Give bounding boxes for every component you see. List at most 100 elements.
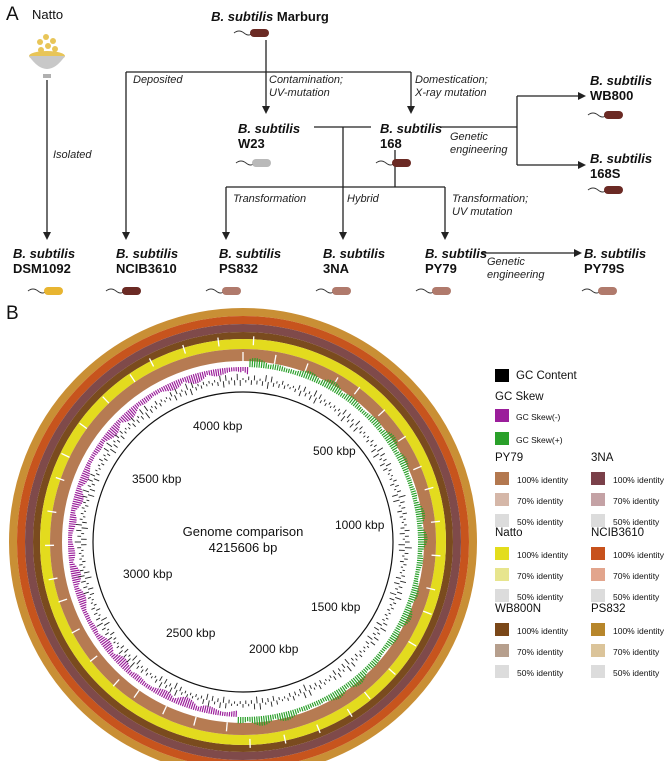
gc-skew-pos-mark xyxy=(378,651,383,656)
ring-gap-mark xyxy=(424,486,434,491)
gc-content-mark xyxy=(346,665,352,672)
gc-skew-neg-mark xyxy=(72,580,81,584)
legend-group-title: 3NA xyxy=(591,452,614,464)
gc-content-mark xyxy=(186,694,189,698)
gc-content-mark xyxy=(333,676,337,681)
gc-skew-neg-mark xyxy=(197,706,200,712)
gc-content-mark xyxy=(90,602,93,604)
gc-skew-pos-mark xyxy=(317,699,322,705)
legend-identity-swatch xyxy=(591,493,605,506)
gc-skew-pos-mark xyxy=(265,715,268,725)
gc-content-mark xyxy=(116,439,121,443)
gc-skew-pos-mark xyxy=(345,683,350,688)
gc-skew-pos-mark xyxy=(278,713,282,721)
gc-content-mark xyxy=(396,490,402,493)
gc-content-mark xyxy=(83,501,86,504)
gc-content-mark xyxy=(169,392,173,397)
gc-content-mark xyxy=(267,697,269,703)
gc-skew-pos-mark xyxy=(272,714,275,720)
gc-skew-neg-mark xyxy=(69,520,77,523)
gc-content-mark xyxy=(329,405,332,409)
gc-content-mark xyxy=(387,473,391,475)
gc-skew-neg-mark xyxy=(92,628,98,632)
gc-skew-neg-mark xyxy=(134,404,139,410)
edge-label-contamination: Contamination; UV-mutation xyxy=(269,74,343,99)
gc-content-mark xyxy=(373,453,380,458)
gc-skew-pos-mark xyxy=(415,568,421,571)
gc-content-mark xyxy=(366,436,370,439)
gc-skew-pos-mark xyxy=(389,441,398,448)
gc-content-mark xyxy=(113,444,118,448)
kbp-label-1500: 1500 kbp xyxy=(311,600,361,614)
ring-gap-mark xyxy=(283,734,287,744)
legend-identity-label: 100% identity xyxy=(517,550,569,560)
gc-content-mark xyxy=(393,602,397,605)
gc-skew-pos-mark xyxy=(405,475,410,478)
gc-content-mark xyxy=(114,434,120,439)
legend-identity-label: 100% identity xyxy=(517,475,569,485)
gc-skew-pos-mark xyxy=(363,411,367,416)
legend-identity-swatch xyxy=(495,547,509,560)
legend-identity-label: 70% identity xyxy=(517,647,564,657)
gc-skew-neg-mark xyxy=(122,414,129,422)
gc-content-mark xyxy=(283,385,286,389)
gc-skew-pos-mark xyxy=(369,416,375,422)
gc-skew-pos-mark xyxy=(354,676,362,685)
gc-content-mark xyxy=(103,447,109,452)
gc-skew-pos-mark xyxy=(416,517,425,520)
gc-content-mark xyxy=(149,672,152,675)
ring-gap-mark xyxy=(363,691,371,700)
gc-content-mark xyxy=(103,621,110,626)
gc-content-mark xyxy=(392,494,399,497)
gc-skew-neg-mark xyxy=(123,413,131,421)
gc-skew-neg-mark xyxy=(75,591,84,595)
gc-content-mark xyxy=(81,507,85,509)
gc-content-mark xyxy=(294,388,297,393)
gc-content-mark xyxy=(118,650,123,655)
gc-skew-pos-mark xyxy=(343,684,348,690)
bacterium-ps832-icon xyxy=(205,287,241,295)
gc-skew-neg-mark xyxy=(125,667,131,673)
gc-content-mark xyxy=(150,405,153,408)
gc-content-mark xyxy=(82,521,87,524)
gc-content-mark xyxy=(197,383,199,387)
gc-content-mark xyxy=(87,494,95,497)
gc-skew-neg-mark xyxy=(85,464,91,468)
strain-marburg: B. subtilis Marburg xyxy=(205,9,335,24)
gc-content-mark xyxy=(180,692,183,695)
gc-skew-pos-mark xyxy=(327,694,333,701)
gc-skew-neg-mark xyxy=(139,679,144,684)
gc-skew-neg-mark xyxy=(69,565,77,568)
gc-skew-neg-mark xyxy=(80,476,89,481)
ring-gap-mark xyxy=(55,476,65,482)
gc-skew-neg-mark xyxy=(141,680,146,686)
gc-skew-pos-mark xyxy=(414,505,422,509)
gc-content-mark xyxy=(222,696,225,703)
gc-skew-neg-mark xyxy=(137,401,142,406)
legend-identity-label: 70% identity xyxy=(517,496,564,506)
gc-skew-pos-mark xyxy=(406,604,412,608)
gc-content-mark xyxy=(174,682,178,690)
gc-content-mark xyxy=(179,392,182,397)
gc-content-mark xyxy=(344,658,350,665)
gc-content-mark xyxy=(86,499,90,502)
gc-skew-neg-mark xyxy=(143,397,148,403)
gc-skew-neg-mark xyxy=(208,706,211,714)
gc-skew-neg-mark xyxy=(127,669,132,674)
gc-skew-neg-mark xyxy=(128,408,136,416)
gc-content-mark xyxy=(129,662,135,668)
gc-skew-neg-mark xyxy=(190,701,194,710)
gc-skew-pos-mark xyxy=(333,690,340,700)
gc-content-mark xyxy=(120,645,125,649)
gc-content-mark xyxy=(287,697,289,701)
gc-content-mark xyxy=(351,662,356,667)
gc-skew-neg-mark xyxy=(217,368,220,377)
strain-3na: B. subtilis 3NA xyxy=(323,246,385,276)
gc-skew-neg-mark xyxy=(169,695,173,702)
strain-py79: B. subtilis PY79 xyxy=(425,246,487,276)
bacterium-s168s-icon xyxy=(587,186,623,194)
gc-skew-pos-mark xyxy=(274,364,277,371)
gc-skew-neg-mark xyxy=(74,587,80,591)
gc-content-mark xyxy=(217,381,219,387)
gc-skew-pos-mark xyxy=(331,692,338,700)
